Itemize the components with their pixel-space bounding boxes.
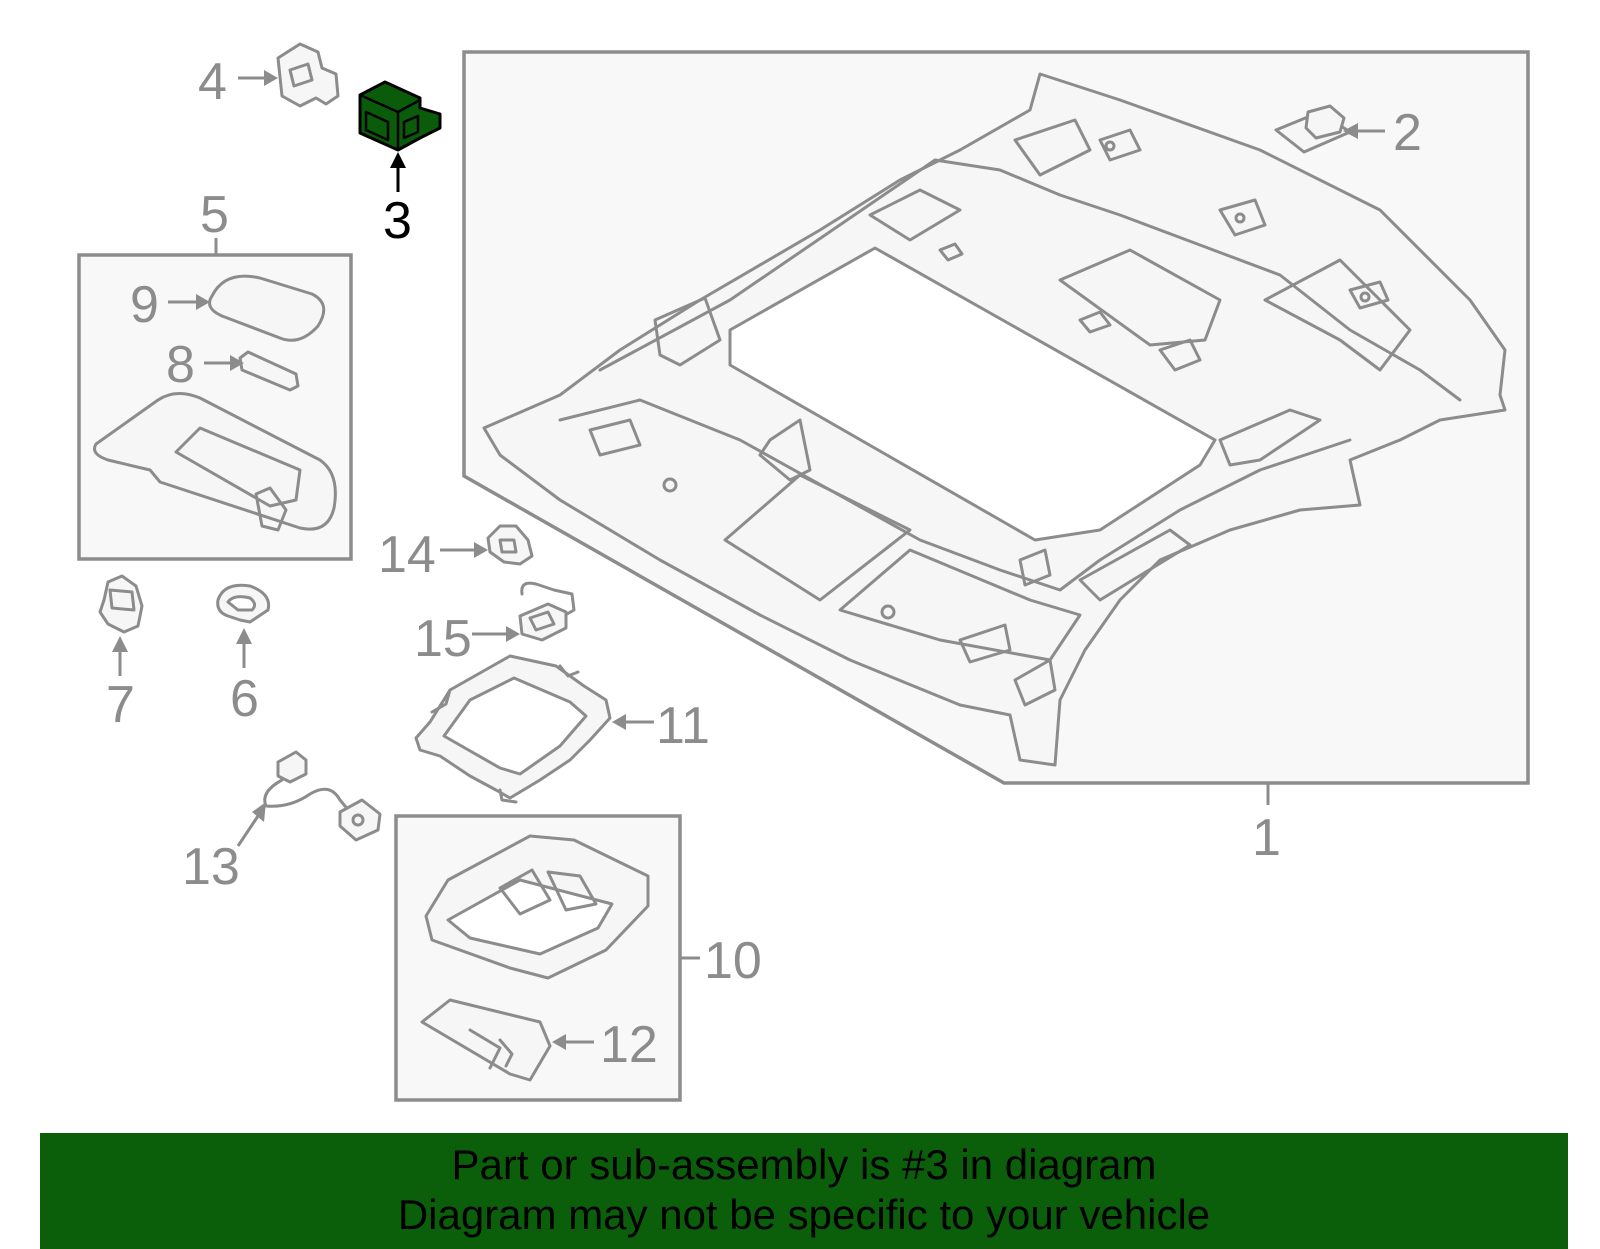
part-2-clip[interactable]: 2	[1274, 104, 1422, 162]
parts-diagram: 1 2 3 4 5 9	[77, 42, 1530, 1102]
part-3-shape	[358, 80, 442, 152]
callout-4[interactable]: 4	[198, 53, 227, 111]
part-15-harness[interactable]: 15	[414, 581, 576, 668]
callout-2[interactable]: 2	[1393, 104, 1422, 162]
pin-icon	[238, 350, 300, 392]
part-4-bracket[interactable]: 4	[198, 42, 340, 111]
callout-7[interactable]: 7	[106, 676, 135, 734]
part-6-bezel[interactable]: 6	[216, 583, 271, 728]
callout-8[interactable]: 8	[166, 336, 195, 394]
callout-10[interactable]: 10	[704, 932, 762, 990]
callout-13[interactable]: 13	[182, 838, 240, 896]
banner-line-2: Diagram may not be specific to your vehi…	[397, 1191, 1211, 1238]
banner-line-1: Part or sub-assembly is #3 in diagram	[451, 1141, 1157, 1188]
arrow-15	[506, 626, 520, 642]
arrow-4	[264, 70, 278, 86]
callout-3[interactable]: 3	[383, 192, 412, 250]
headliner-inner-contour	[598, 158, 1462, 402]
part-11-frame[interactable]: 11	[414, 654, 710, 804]
bracket-icon	[276, 42, 340, 108]
wire-icon	[263, 778, 352, 814]
callout-12[interactable]: 12	[600, 1016, 658, 1074]
visor-clip-icon	[98, 574, 144, 634]
arrow-2	[1343, 123, 1358, 139]
arrow-11	[612, 714, 626, 730]
callout-6[interactable]: 6	[230, 670, 259, 728]
arrow-8	[230, 355, 244, 371]
arrow-12	[552, 1034, 566, 1050]
part-14-clip[interactable]: 14	[378, 524, 534, 584]
info-banner: Part or sub-assembly is #3 in diagram Di…	[40, 1133, 1568, 1249]
callout-5[interactable]: 5	[200, 186, 229, 244]
part-14-icon	[486, 524, 534, 566]
callout-11[interactable]: 11	[656, 697, 710, 755]
sun-visor-group[interactable]: 5 9 8	[77, 186, 353, 561]
callout-15[interactable]: 15	[414, 610, 472, 668]
connector-icon	[276, 750, 308, 784]
part-3-highlighted[interactable]: 3	[358, 80, 442, 250]
callout-9[interactable]: 9	[130, 276, 159, 334]
arrow-7	[112, 636, 128, 652]
map-lamp-group[interactable]: 10 12	[394, 814, 762, 1102]
callout-1[interactable]: 1	[1252, 809, 1281, 867]
callout-14[interactable]: 14	[378, 526, 436, 584]
arrow-3	[390, 152, 406, 168]
arrow-6	[236, 628, 252, 644]
part-15-icon	[520, 581, 576, 620]
mirror-cover-icon	[208, 274, 326, 342]
arrow-9	[196, 294, 210, 310]
part-7-clip[interactable]: 7	[98, 574, 144, 734]
arrow-14	[474, 542, 488, 558]
sunroof-opening	[728, 246, 1217, 542]
part-13-wire[interactable]: 13	[182, 750, 382, 896]
headliner-group[interactable]: 1	[462, 50, 1530, 867]
arrow-13	[252, 802, 266, 822]
